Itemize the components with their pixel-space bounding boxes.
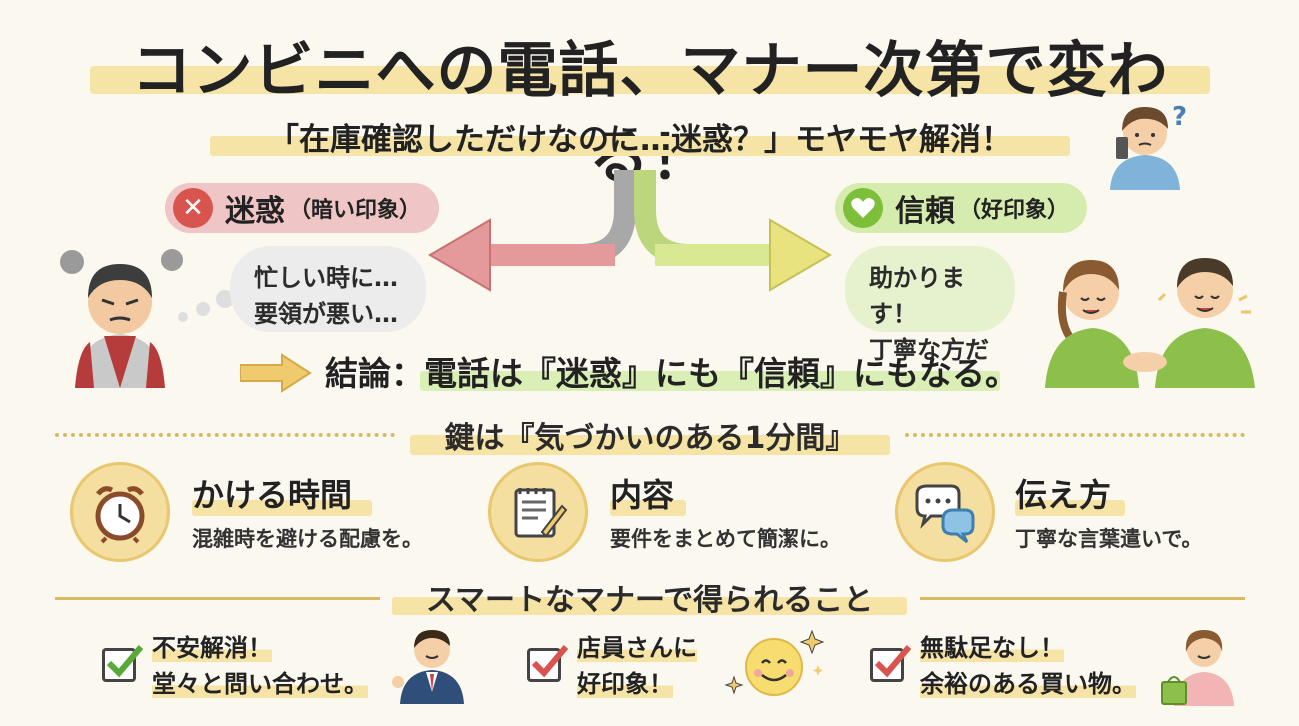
point-title-highlight	[1015, 500, 1125, 516]
point-desc: 混雑時を避ける配慮を。	[192, 527, 423, 551]
benefit-line1: 無駄足なし！	[920, 634, 1064, 662]
point-icon-circle	[70, 462, 170, 562]
benefit-text: 不安解消！ 堂々と問い合わせ。	[152, 630, 368, 702]
point-desc: 要件をまとめて簡潔に。	[610, 527, 841, 551]
speech-bubbles-icon	[915, 484, 975, 544]
point-title: 伝え方	[1015, 476, 1112, 514]
benefits-heading-highlight	[392, 597, 907, 615]
x-icon: ✕	[173, 188, 213, 228]
benefits-divider-left	[55, 597, 380, 600]
bad-impression-badge: ✕ 迷惑 （暗い印象）	[165, 183, 440, 233]
confident-man-illustration	[392, 630, 464, 704]
point-title: 内容	[610, 476, 675, 514]
conclusion-text: 結論：電話は『迷惑』にも『信頼』にもなる。	[325, 354, 1018, 393]
benefit-line2: 堂々と問い合わせ。	[152, 670, 368, 698]
conclusion-arrow-icon	[240, 353, 312, 393]
checkbox-checked-icon	[870, 645, 911, 682]
good-sublabel: （好印象）	[959, 198, 1070, 223]
split-arrows	[428, 170, 832, 292]
bad-bubble-line1: 忙しい時に…	[254, 264, 398, 292]
point-title-highlight	[610, 500, 686, 516]
bad-label: 迷惑	[225, 194, 285, 229]
point-title: かける時間	[192, 476, 353, 514]
benefit-text: 無駄足なし！ 余裕のある買い物。	[920, 630, 1136, 702]
bad-sublabel: （暗い印象）	[289, 198, 422, 223]
title-block: コンビニへの電話、マナー次第で変わる！	[90, 22, 1210, 193]
checkbox-checked-icon	[527, 645, 568, 682]
point-icon-circle	[488, 462, 588, 562]
svg-text:?: ?	[1172, 102, 1187, 132]
benefit-line1: 店員さんに	[577, 634, 697, 662]
thought-dot	[196, 302, 210, 316]
conclusion-block: 結論：電話は『迷惑』にも『信頼』にもなる。	[325, 345, 1025, 395]
good-bubble-line1: 助かります！	[869, 264, 965, 328]
key-highlight	[410, 435, 890, 455]
benefits-divider-right	[920, 597, 1245, 600]
title-highlight	[90, 66, 1210, 94]
point-icon-circle	[895, 462, 995, 562]
heart-icon	[843, 188, 883, 228]
benefits-heading: スマートなマナーで得られること	[425, 583, 874, 618]
benefits-heading-block: スマートなマナーで得られること	[392, 575, 907, 619]
benefit-line1: 不安解消！	[152, 634, 272, 662]
good-label: 信頼	[895, 194, 955, 229]
key-heading: 鍵は『気づかいのある1分間』	[444, 421, 856, 456]
point-desc: 丁寧な言葉遣いで。	[1015, 527, 1203, 551]
benefit-line2: 好印象！	[577, 670, 673, 698]
page-title: コンビニへの電話、マナー次第で変わる！	[131, 36, 1169, 193]
handshake-clerks-illustration	[1045, 258, 1255, 388]
benefit-line2: 余裕のある買い物。	[920, 670, 1136, 698]
shopper-woman-illustration	[1161, 630, 1234, 706]
good-speech-bubble: 助かります！ 丁寧な方だ	[845, 246, 1015, 364]
subtitle-block: 「在庫確認しただけなのに…迷惑？」モヤモヤ解消！	[200, 108, 1080, 168]
key-heading-block: 鍵は『気づかいのある1分間』	[410, 413, 890, 457]
bad-thought-bubble: 忙しい時に… 要領が悪い…	[230, 246, 426, 332]
dotted-divider-left	[55, 433, 395, 437]
benefit-text: 店員さんに 好印象！	[577, 630, 697, 702]
thought-dot	[216, 290, 234, 308]
good-bubble-line2: 丁寧な方だ	[869, 336, 989, 364]
bad-bubble-line2: 要領が悪い…	[254, 300, 398, 328]
notepad-pencil-icon	[514, 488, 568, 538]
dotted-divider-right	[905, 433, 1245, 437]
thought-dot	[178, 312, 188, 322]
alarm-clock-icon	[95, 486, 145, 544]
subtitle: 「在庫確認しただけなのに…迷惑？」モヤモヤ解消！	[268, 122, 1012, 158]
point-title-highlight	[192, 500, 372, 516]
checkbox-checked-icon	[102, 645, 143, 682]
good-impression-badge: 信頼 （好印象）	[835, 183, 1088, 233]
subtitle-highlight	[210, 136, 1070, 156]
smiley-sparkles-icon	[724, 629, 825, 696]
person-on-phone-illustration: ?	[1110, 102, 1187, 190]
conclusion-highlight	[420, 371, 1000, 391]
annoyed-clerk-illustration	[60, 249, 183, 388]
